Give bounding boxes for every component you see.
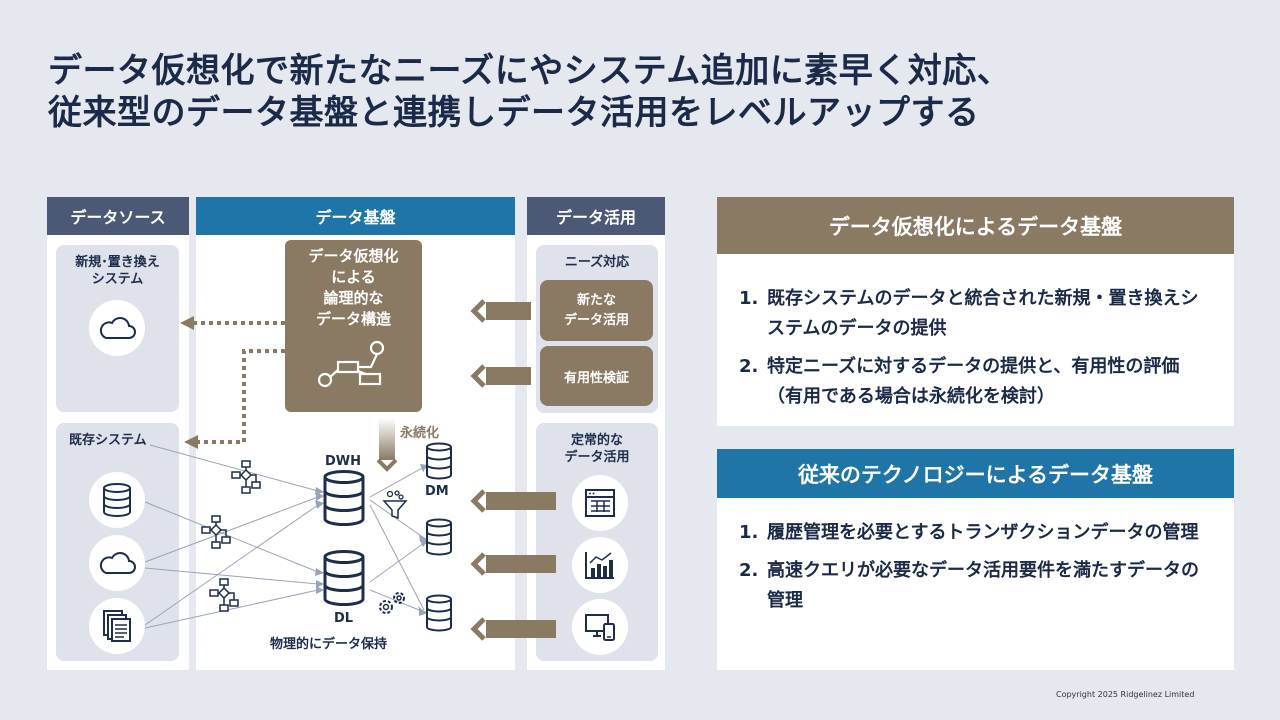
new-systems-cloud-circle	[89, 300, 145, 356]
bar-chart-circle	[572, 537, 628, 593]
etl-flow-icon-1	[231, 460, 261, 494]
data-virtualization-box	[285, 240, 422, 412]
chevron-left-icon	[470, 552, 486, 576]
item-text: 特定ニーズに対するデータの提供と、有用性の評価（有用である場合は永続化を検討）	[767, 356, 1180, 407]
arrow-validation	[486, 367, 531, 385]
new-data-use-box	[540, 280, 653, 341]
regular-use-label: 定常的な データ活用	[564, 433, 630, 465]
existing-cloud-circle	[89, 535, 145, 591]
persist-label: 永続化	[400, 426, 440, 441]
documents-icon	[103, 610, 131, 642]
dm-label: DM	[425, 484, 449, 499]
new-data-use-label: 新たな データ活用	[563, 293, 629, 328]
gears-icon	[379, 592, 405, 614]
arrow-new-data-use	[486, 302, 531, 320]
arrow-table-report	[486, 492, 556, 510]
item-number: 1.	[739, 288, 759, 309]
dwh-label: DWH	[325, 454, 362, 469]
devices-icon	[585, 614, 615, 641]
cloud-icon	[99, 317, 136, 339]
existing-systems-label: 既存システム	[69, 433, 147, 448]
item-text: 既存システムのデータと統合された新規・置き換えシステムのデータの提供	[767, 288, 1199, 339]
needs-label: ニーズ対応	[564, 255, 630, 270]
item-number: 2.	[739, 356, 759, 377]
data-use-header: データ活用	[527, 197, 665, 235]
dwh-database-icon	[323, 470, 365, 526]
devices-circle	[572, 599, 628, 655]
chevron-left-icon	[470, 299, 486, 323]
data-virtualization-label: データ仮想化 による 論理的な データ構造	[308, 247, 399, 328]
arrow-bar-chart	[486, 555, 556, 573]
item-text: 履歴管理を必要とするトランザクションデータの管理	[767, 522, 1199, 543]
title-line-1: データ仮想化で新たなニーズにやシステム追加に素早く対応、	[48, 51, 1012, 91]
traditional-platform-body: 1. 履歴管理を必要とするトランザクションデータの管理 2. 高速クエリが必要な…	[717, 498, 1234, 670]
traditional-item-2: 2. 高速クエリが必要なデータ活用要件を満たすデータの管理	[739, 556, 1214, 616]
cloud-icon	[99, 552, 136, 574]
chevron-left-icon	[470, 364, 486, 388]
copyright: Copyright 2025 Ridgelinez Limited	[1056, 690, 1195, 699]
new-systems-label: 新規･置き換え システム	[75, 255, 160, 287]
virtual-platform-body: 1. 既存システムのデータと統合された新規・置き換えシステムのデータの提供 2.…	[717, 254, 1234, 426]
item-number: 2.	[739, 560, 759, 581]
filter-icon	[382, 490, 408, 520]
arrow-devices	[486, 620, 556, 638]
item-text: 高速クエリが必要なデータ活用要件を満たすデータの管理	[767, 560, 1199, 611]
physical-storage-label: 物理的にデータ保持	[270, 637, 388, 652]
chevron-left-icon	[470, 489, 486, 513]
validation-box: 有用性検証	[540, 346, 653, 406]
etl-flow-icon-2	[201, 515, 231, 549]
existing-docs-circle	[89, 598, 145, 654]
table-report-circle	[572, 475, 628, 531]
persist-arrow	[379, 418, 395, 460]
database-icon	[103, 483, 131, 517]
persist-chevron-icon	[376, 458, 398, 472]
table-report-icon	[585, 489, 615, 517]
item-number: 1.	[739, 522, 759, 543]
traditional-platform-header: 従来のテクノロジーによるデータ基盤	[717, 449, 1234, 498]
chevron-left-icon	[470, 617, 486, 641]
bar-chart-icon	[585, 552, 614, 579]
dm-database-icon-1	[426, 442, 452, 480]
dm-database-icon-2	[426, 518, 452, 556]
logical-structure-icon	[317, 340, 385, 388]
existing-db-circle	[89, 472, 145, 528]
dl-label: DL	[334, 611, 354, 626]
data-platform-header: データ基盤	[196, 197, 515, 235]
virtual-platform-header: データ仮想化によるデータ基盤	[717, 197, 1234, 254]
page-title: データ仮想化で新たなニーズにやシステム追加に素早く対応、 従来型のデータ基盤と連…	[48, 50, 1228, 134]
virtual-item-1: 1. 既存システムのデータと統合された新規・置き換えシステムのデータの提供	[739, 284, 1214, 344]
dl-database-icon	[323, 550, 365, 606]
data-source-header: データソース	[47, 197, 189, 235]
virtual-item-2: 2. 特定ニーズに対するデータの提供と、有用性の評価（有用である場合は永続化を検…	[739, 352, 1214, 412]
dm-database-icon-3	[426, 594, 452, 632]
traditional-item-1: 1. 履歴管理を必要とするトランザクションデータの管理	[739, 518, 1214, 548]
etl-flow-icon-3	[209, 578, 239, 612]
title-line-2: 従来型のデータ基盤と連携しデータ活用をレベルアップする	[48, 93, 980, 133]
